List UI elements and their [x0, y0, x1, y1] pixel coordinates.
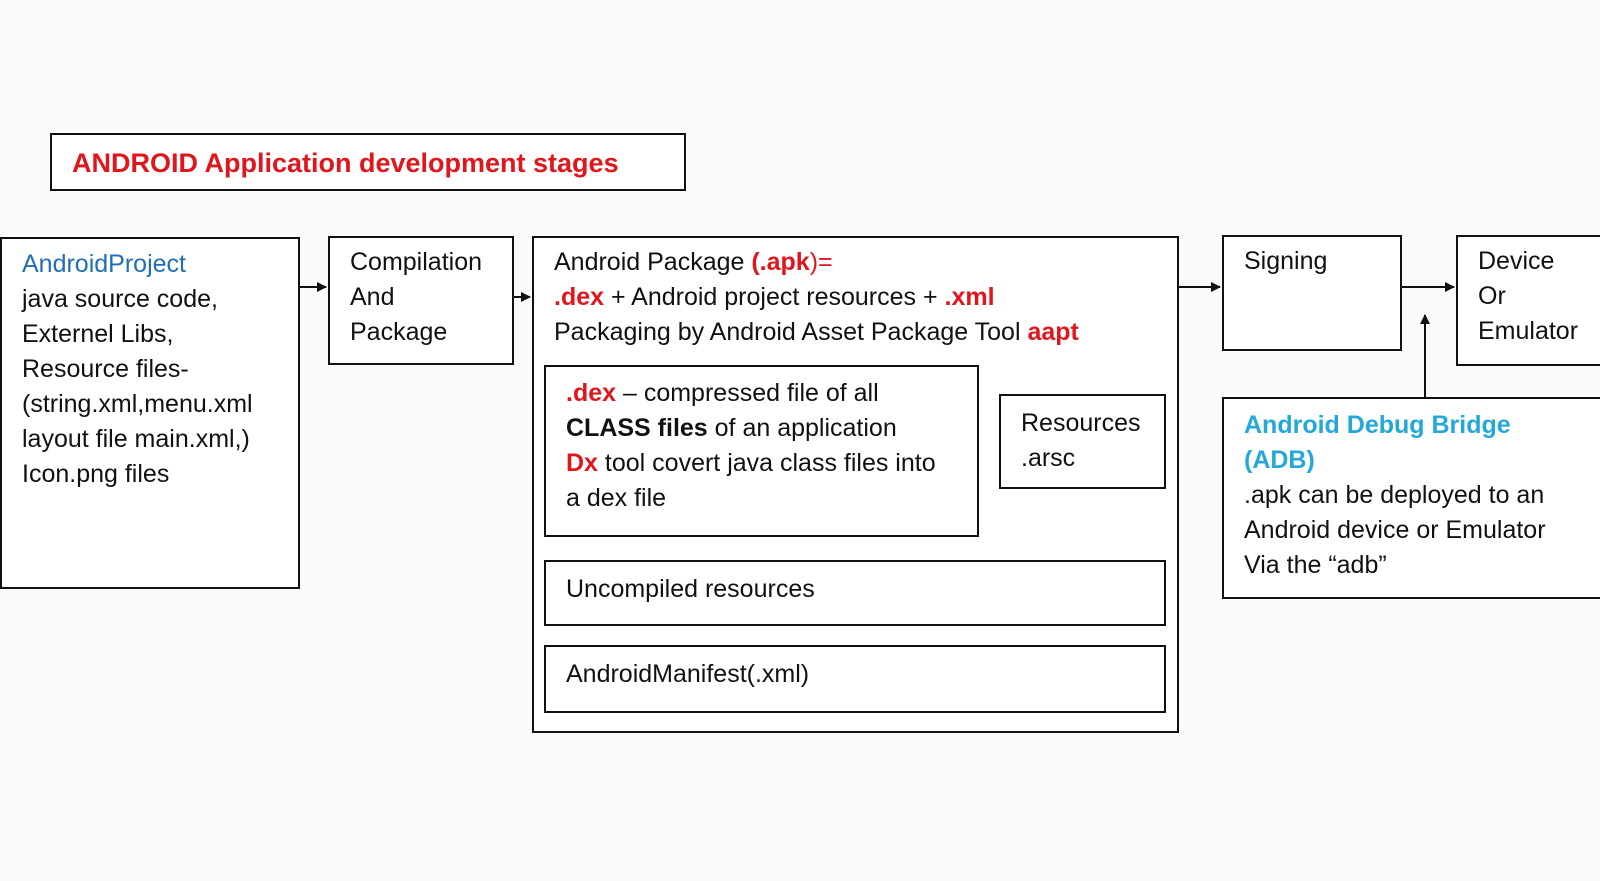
device-box: Device Or Emulator — [1456, 235, 1600, 366]
project-line: Resource files- — [22, 355, 189, 383]
project-line: (string.xml,menu.xml — [22, 390, 253, 418]
device-line: Or — [1478, 282, 1506, 310]
signing-box: Signing — [1222, 235, 1402, 351]
project-line: layout file main.xml,) — [22, 425, 250, 453]
adb-abbrev: (ADB) — [1244, 446, 1315, 474]
xml-label: .xml — [944, 283, 995, 311]
uncompiled-resources-box: Uncompiled resources — [544, 560, 1166, 626]
uncompiled-label: Uncompiled resources — [566, 575, 815, 603]
dex-line-2: CLASS files of an application — [566, 411, 957, 446]
dex-label: .dex — [554, 283, 605, 311]
project-line: Externel Libs, — [22, 320, 174, 348]
apk-line-2: .dex + Android project resources + .xml — [554, 280, 1157, 315]
resources-arsc-box: Resources .arsc — [999, 394, 1166, 489]
resarsc-line: .arsc — [1021, 444, 1076, 472]
class-files-term: CLASS files — [566, 414, 708, 442]
apk-equals: )= — [809, 248, 833, 276]
project-heading: AndroidProject — [22, 250, 186, 278]
manifest-label: AndroidManifest(.xml) — [566, 660, 810, 688]
dex-box: .dex – compressed file of all CLASS file… — [544, 365, 979, 537]
dex-line-4: a dex file — [566, 484, 667, 512]
manifest-box: AndroidManifest(.xml) — [544, 645, 1166, 713]
dex-desc: – compressed file of all — [616, 379, 879, 407]
dx-desc: tool covert java class files into — [597, 449, 936, 477]
diagram-title: ANDROID Application development stages — [72, 148, 619, 178]
class-files-desc: of an application — [707, 414, 897, 442]
adb-heading: Android Debug Bridge — [1244, 411, 1511, 439]
resarsc-line: Resources — [1021, 409, 1141, 437]
aapt-label: aapt — [1027, 318, 1079, 346]
compile-line: Package — [350, 318, 448, 346]
packaging-label: Packaging by Android Asset Package Tool — [554, 318, 1028, 346]
device-line: Device — [1478, 247, 1555, 275]
title-box: ANDROID Application development stages — [50, 133, 686, 191]
compile-line: Compilation — [350, 248, 483, 276]
adb-box: Android Debug Bridge (ADB) .apk can be d… — [1222, 397, 1600, 599]
apk-label: Android Package — [554, 248, 752, 276]
apk-line-1: Android Package (.apk)= — [554, 245, 1157, 280]
device-line: Emulator — [1478, 317, 1579, 345]
resources-label: + Android project resources + — [604, 283, 945, 311]
apk-extension: (.apk — [751, 248, 810, 276]
apk-line-3: Packaging by Android Asset Package Tool … — [554, 315, 1157, 350]
project-line: Icon.png files — [22, 460, 170, 488]
adb-line: Android device or Emulator — [1244, 516, 1546, 544]
signing-label: Signing — [1244, 247, 1328, 275]
adb-line: Via the “adb” — [1244, 551, 1387, 579]
compile-line: And — [350, 283, 395, 311]
android-project-box: AndroidProject java source code, Externe… — [0, 237, 300, 589]
compilation-box: Compilation And Package — [328, 236, 514, 365]
project-line: java source code, — [22, 285, 218, 313]
dex-line-3: Dx tool covert java class files into — [566, 446, 957, 481]
dex-term: .dex — [566, 379, 617, 407]
dx-term: Dx — [566, 449, 598, 477]
adb-line: .apk can be deployed to an — [1244, 481, 1545, 509]
dex-line-1: .dex – compressed file of all — [566, 376, 957, 411]
